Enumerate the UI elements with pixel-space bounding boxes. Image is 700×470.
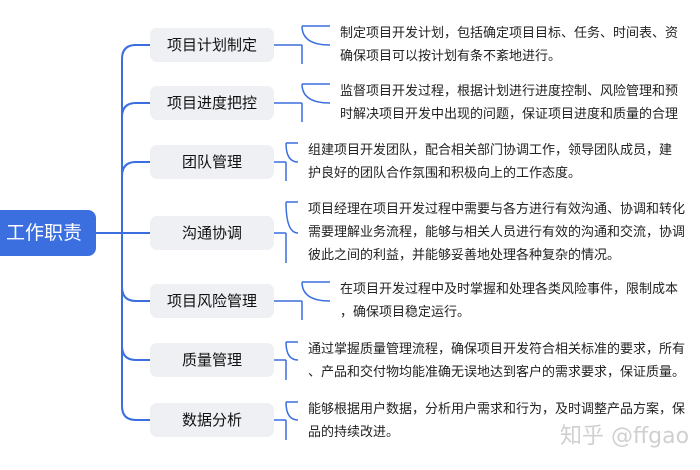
branch-description: 监督项目开发过程，根据计划进行进度控制、风险管理和预时解决项目开发中出现的问题，… bbox=[340, 80, 700, 126]
description-line: 通过掌握质量管理流程，确保项目开发符合相关标准的要求，所有 bbox=[308, 342, 686, 357]
branch-connector bbox=[121, 233, 150, 361]
description-connector bbox=[274, 83, 331, 122]
branch-description: 组建项目开发团队，配合相关部门协调工作，领导团队成员，建护良好的团队合作氛围和积… bbox=[308, 139, 700, 185]
description-connector bbox=[274, 142, 299, 182]
branch-node: 数据分析 bbox=[150, 403, 274, 437]
branch-connector bbox=[121, 44, 150, 233]
description-line: 在项目开发过程中及时掌握和处理各类风险事件，限制成本 bbox=[340, 282, 679, 297]
branch-description: 能够根据用户数据，分析用户需求和行为，及时调整产品方案，保品的持续改进。 bbox=[308, 398, 700, 444]
description-connector bbox=[274, 401, 299, 441]
branch-node: 项目风险管理 bbox=[150, 284, 274, 318]
description-line: 护良好的团队合作氛围和积极向上的工作态度。 bbox=[308, 166, 582, 181]
description-line: 时解决项目开发中出现的问题，保证项目进度和质量的合理 bbox=[340, 107, 679, 122]
description-connector bbox=[274, 25, 331, 64]
branch-description: 制定项目开发计划，包括确定项目目标、任务、时间表、资确保项目可以按计划有条不紊地… bbox=[340, 22, 700, 68]
branch-connector bbox=[121, 233, 150, 421]
branch-description: 在项目开发过程中及时掌握和处理各类风险事件，限制成本 ，确保项目稳定运行。 bbox=[340, 278, 700, 324]
branch-node: 质量管理 bbox=[150, 343, 274, 377]
description-line: 彼此之间的利益，并能够妥善地处理各种复杂的情况。 bbox=[308, 248, 621, 263]
branch-description: 项目经理在项目开发过程中需要与各方进行有效沟通、协调和转化需要理解业务流程，能够… bbox=[308, 198, 700, 267]
description-connector bbox=[274, 341, 299, 381]
description-line: 确保项目可以按计划有条不紊地进行。 bbox=[340, 49, 562, 64]
description-line: 品的持续改进。 bbox=[308, 425, 400, 440]
description-line: 组建项目开发团队，配合相关部门协调工作，领导团队成员，建 bbox=[308, 143, 673, 158]
branch-node: 项目进度把控 bbox=[150, 86, 274, 120]
description-line: 需要理解业务流程，能够与相关人员进行有效的沟通和交流，协调 bbox=[308, 225, 686, 240]
description-line: 制定项目开发计划，包括确定项目目标、任务、时间表、资 bbox=[340, 26, 679, 41]
description-line: 项目经理在项目开发过程中需要与各方进行有效沟通、协调和转化 bbox=[308, 202, 686, 217]
branch-connector bbox=[121, 102, 150, 233]
description-line: 能够根据用户数据，分析用户需求和行为，及时调整产品方案，保 bbox=[308, 402, 686, 417]
watermark: 知乎 @ffgao bbox=[560, 424, 690, 449]
branch-node: 团队管理 bbox=[150, 145, 274, 179]
root-node: 工作职责 bbox=[0, 210, 96, 256]
branch-description: 通过掌握质量管理流程，确保项目开发符合相关标准的要求，所有、产品和交付物均能准确… bbox=[308, 338, 700, 384]
description-line: ，确保项目稳定运行。 bbox=[340, 305, 471, 320]
description-line: 监督项目开发过程，根据计划进行进度控制、风险管理和预 bbox=[340, 84, 679, 99]
description-line: 、产品和交付物均能准确无误地达到客户的需求要求，保证质量。 bbox=[308, 365, 686, 380]
branch-connector bbox=[121, 161, 150, 233]
branch-node: 项目计划制定 bbox=[150, 28, 274, 62]
description-connector bbox=[274, 201, 299, 264]
description-connector bbox=[274, 281, 331, 320]
branch-node: 沟通协调 bbox=[150, 216, 274, 250]
branch-connector bbox=[121, 233, 150, 302]
